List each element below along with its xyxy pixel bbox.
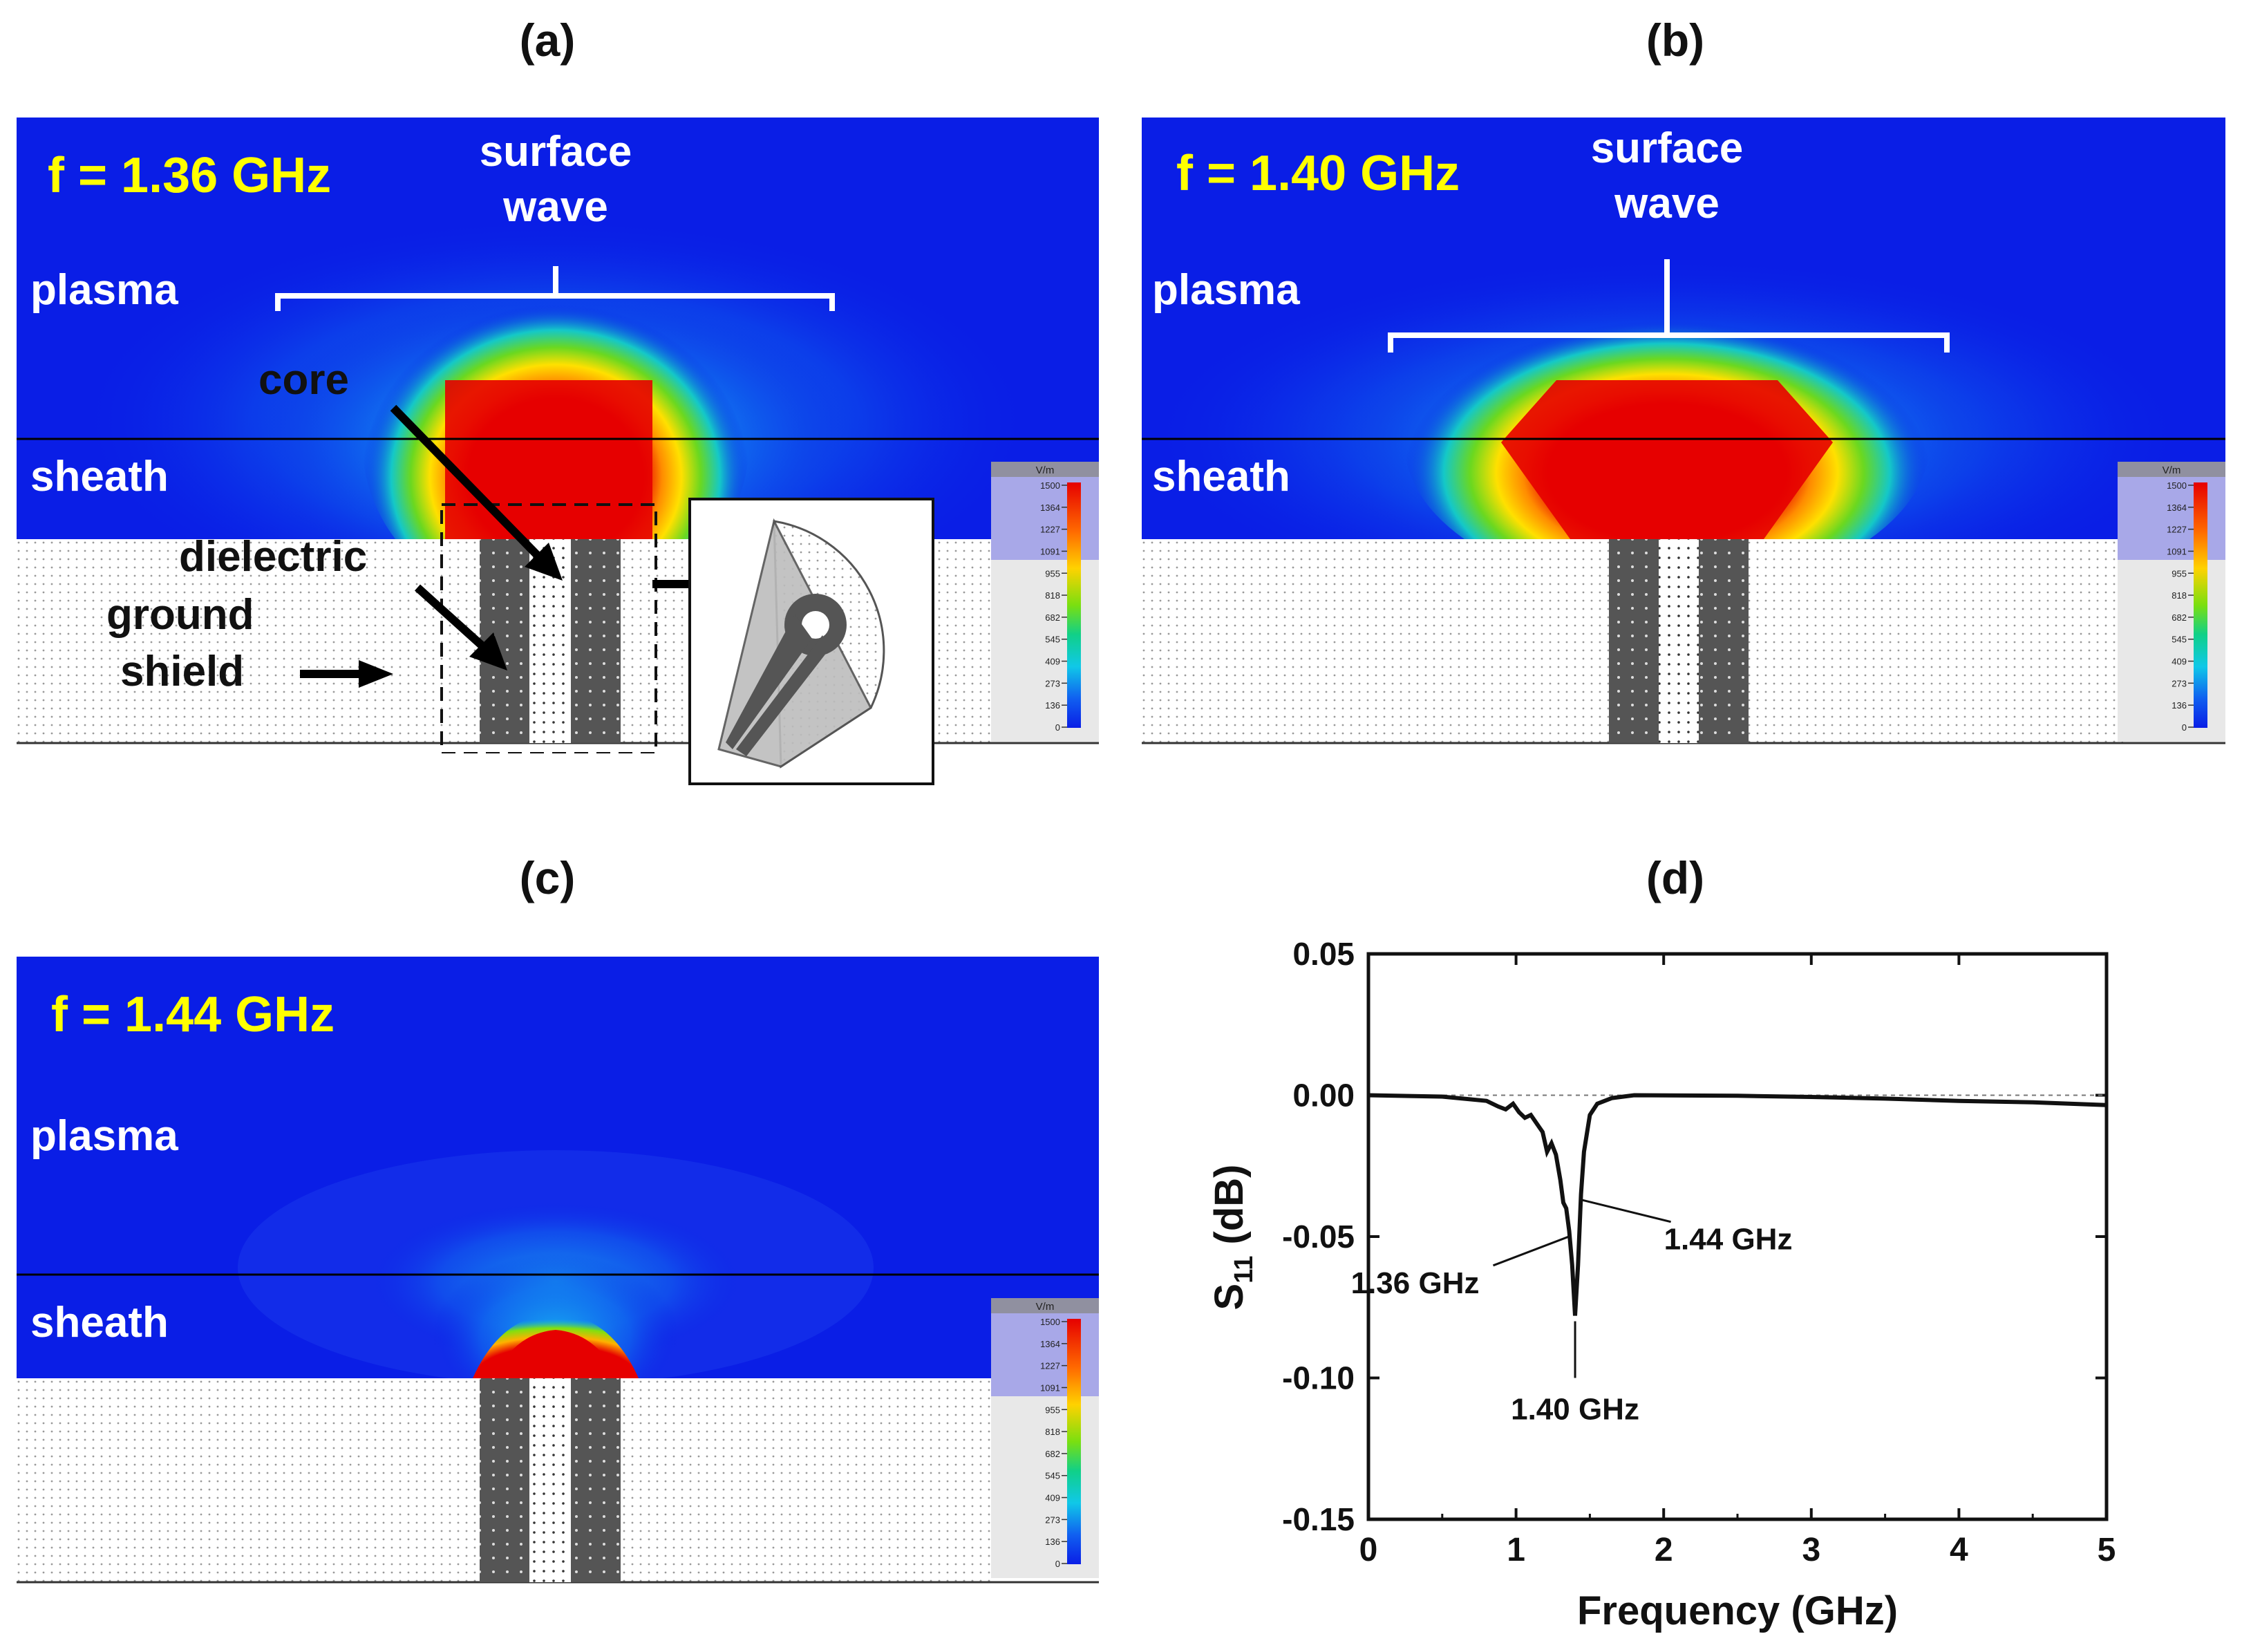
- colorscale-tick-label: 818: [2172, 590, 2187, 601]
- colorscale-tick-label: 273: [1045, 1514, 1060, 1525]
- colorscale-tick-label: 273: [2172, 678, 2187, 688]
- y-tick-label: -0.05: [1282, 1219, 1355, 1255]
- annotation-arrow: [1492, 1235, 1570, 1267]
- colorscale-tick-label: 273: [1045, 678, 1060, 688]
- colorscale-tick-label: 955: [2172, 568, 2187, 579]
- annotation-label: 1.40 GHz: [1511, 1393, 1639, 1427]
- colorscale-tick-label: 818: [1045, 590, 1060, 601]
- colorscale-tick-label: 545: [1045, 1471, 1060, 1481]
- panel-c-colorscale: V/m 1500 1364 1227 1091 955 818 682 545 409 273 13…: [991, 1298, 1099, 1578]
- colorscale-tick-label: 1091: [1040, 546, 1060, 556]
- colorscale-tick-label: 955: [1045, 1405, 1060, 1415]
- colorscale-tick-label: 0: [1055, 722, 1060, 733]
- panel-a-frequency: f = 1.36 GHz: [48, 148, 331, 203]
- svg-text:V/m: V/m: [1036, 464, 1055, 476]
- svg-text:V/m: V/m: [2163, 464, 2181, 476]
- svg-text:surface: surface: [1591, 124, 1744, 172]
- panel-c-frequency: f = 1.44 GHz: [51, 987, 335, 1042]
- colorscale-tick-label: 0: [2182, 722, 2187, 733]
- s11-chart-svg: 0 1 2 3 4 5 0.05 0.00 -0.05 -0.10 -0.15 1.36 GHz 1.…: [1207, 936, 2116, 1633]
- annotation-label: 1.36 GHz: [1351, 1266, 1480, 1300]
- svg-text:wave: wave: [1614, 180, 1720, 227]
- shield-right: [571, 539, 621, 743]
- colorscale-tick-label: 409: [1045, 1493, 1060, 1503]
- y-axis-label: S11 (dB): [1207, 1165, 1259, 1311]
- annotation-label: 1.44 GHz: [1664, 1223, 1793, 1257]
- panel-c-field-map: f = 1.44 GHz plasma sheath: [17, 957, 1099, 1586]
- colorscale-tick-label: 682: [2172, 612, 2187, 623]
- y-tick-label: 0.05: [1292, 936, 1355, 972]
- colorscale-tick-label: 545: [1045, 635, 1060, 645]
- panel-a-ground-label: ground: [106, 591, 254, 639]
- x-axis-label: Frequency (GHz): [1577, 1588, 1898, 1633]
- y-tick-label: -0.10: [1282, 1360, 1355, 1396]
- panel-d-label: (d): [1646, 852, 1705, 903]
- panel-a-colorscale: V/m 1500 1364 1227 1091 955 818 682 545 409 273 13…: [991, 462, 1099, 742]
- colorscale-tick-label: 136: [1045, 1537, 1060, 1547]
- panel-a-inset: [688, 498, 934, 785]
- x-tick-label: 5: [2098, 1532, 2116, 1568]
- colorscale-tick-label: 682: [1045, 612, 1060, 623]
- colorscale-tick-label: 1364: [1040, 1339, 1060, 1349]
- surface-wave-bracket: [275, 266, 835, 311]
- annotation-arrow: [1581, 1199, 1671, 1223]
- panel-b-frequency: f = 1.40 GHz: [1176, 146, 1460, 201]
- y-tick-label: -0.15: [1282, 1501, 1355, 1537]
- x-tick-label: 0: [1359, 1532, 1378, 1568]
- panel-b-colorscale: V/m 1500 1364 1227 1091 955 818 682 545 409 273 13…: [2118, 462, 2225, 742]
- colorscale-tick-label: 1091: [1040, 1382, 1060, 1393]
- panel-a-surface-label: surface: [480, 128, 632, 176]
- svg-text:plasma: plasma: [1152, 266, 1300, 314]
- svg-text:sheath: sheath: [30, 1299, 169, 1346]
- panel-b-label: (b): [1646, 15, 1705, 66]
- panel-a-core-label: core: [258, 356, 349, 404]
- colorscale-tick-label: 955: [1045, 568, 1060, 579]
- colorscale-tick-label: 0: [1055, 1559, 1060, 1569]
- colorscale-tick-label: 1500: [1040, 480, 1060, 491]
- arrow-core: [390, 404, 545, 563]
- colorscale-tick-label: 1227: [1040, 525, 1060, 535]
- colorscale-tick-label: 1500: [2167, 480, 2187, 491]
- panel-a-sheath-label: sheath: [30, 453, 169, 500]
- colorscale-ticks: 1500 1364 1227 1091 955 818 682 545 409 273 136 0: [1040, 480, 1067, 733]
- svg-text:V/m: V/m: [1036, 1301, 1055, 1313]
- x-tick-label: 2: [1655, 1532, 1673, 1568]
- colorscale-tick-label: 1227: [2167, 525, 2187, 535]
- y-tick-label: 0.00: [1292, 1078, 1355, 1114]
- zoom-box: [440, 503, 657, 753]
- x-tick-label: 3: [1802, 1532, 1820, 1568]
- arrow-dielectric: [414, 584, 490, 653]
- colorscale-tick-label: 545: [2172, 635, 2187, 645]
- colorscale-tick-label: 409: [1045, 657, 1060, 667]
- panel-a-shield-label: shield: [120, 648, 244, 695]
- panel-a-plasma-label: plasma: [30, 266, 178, 314]
- colorscale-tick-label: 136: [2172, 700, 2187, 711]
- colorscale-tick-label: 136: [1045, 700, 1060, 711]
- panel-c-label: (c): [519, 852, 576, 903]
- s11-series-line: [1368, 1093, 2107, 1316]
- x-tick-label: 1: [1507, 1532, 1525, 1568]
- colorscale-tick-label: 682: [1045, 1449, 1060, 1459]
- colorscale-tick-label: 1227: [1040, 1361, 1060, 1371]
- panel-a-wave-label: wave: [502, 183, 608, 231]
- x-tick-label: 4: [1950, 1532, 1968, 1568]
- svg-text:sheath: sheath: [1152, 453, 1290, 500]
- colorscale-tick-label: 1500: [1040, 1317, 1060, 1327]
- panel-b-field-map: f = 1.40 GHz surface wave plasma sheath: [1142, 118, 2225, 747]
- colorscale-tick-label: 1364: [2167, 503, 2187, 513]
- colorscale-tick-label: 818: [1045, 1427, 1060, 1437]
- colorscale-tick-label: 409: [2172, 657, 2187, 667]
- panel-a-field-map: f = 1.36 GHz surface wave plasma sheath …: [17, 118, 1099, 753]
- svg-text:plasma: plasma: [30, 1112, 178, 1160]
- colorscale-tick-label: 1364: [1040, 503, 1060, 513]
- s11-chart: 0 1 2 3 4 5 0.05 0.00 -0.05 -0.10 -0.15 1.36 GHz 1.…: [1175, 919, 2212, 1652]
- panel-a-label: (a): [519, 15, 576, 66]
- panel-a-dielectric-label: dielectric: [179, 533, 367, 581]
- svg-text:S11 (dB): S11 (dB): [1207, 1165, 1259, 1311]
- colorscale-tick-label: 1091: [2167, 546, 2187, 556]
